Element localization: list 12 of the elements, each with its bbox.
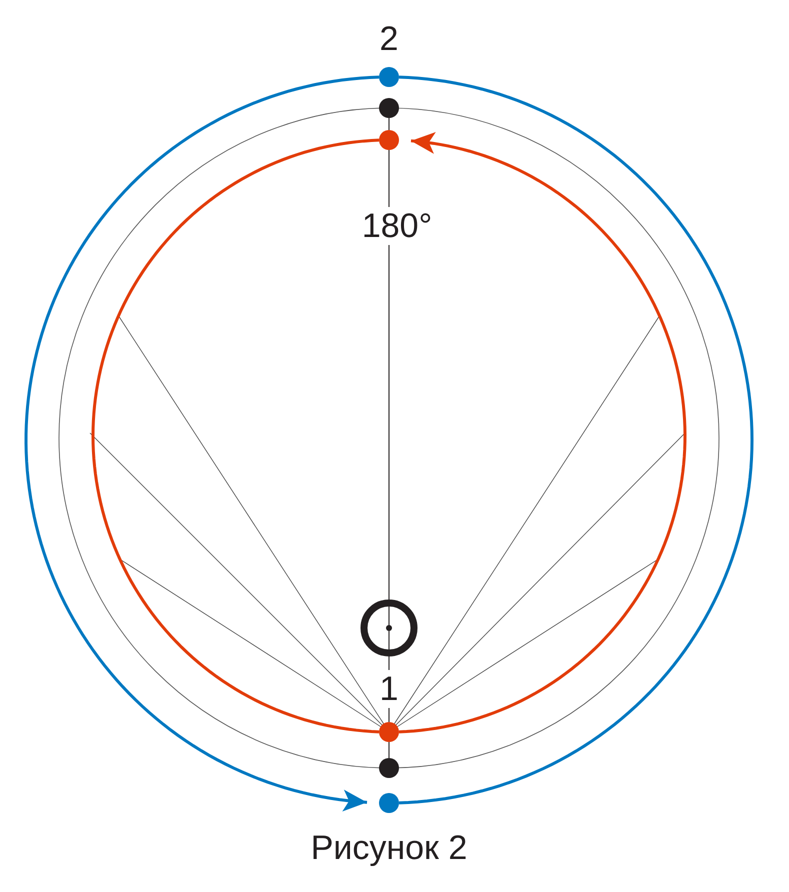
arc: [398, 76, 754, 804]
arc: [92, 138, 380, 734]
arc-arrow: [24, 76, 380, 812]
axis-line: [388, 118, 390, 130]
point-dot: [379, 67, 399, 87]
point-dot: [379, 722, 399, 742]
point-dot: [379, 98, 399, 118]
point-dot: [379, 130, 399, 150]
point-dot: [379, 758, 399, 778]
axis-line: [388, 742, 390, 758]
arc-arrow: [398, 132, 686, 734]
point-dot: [379, 793, 399, 813]
